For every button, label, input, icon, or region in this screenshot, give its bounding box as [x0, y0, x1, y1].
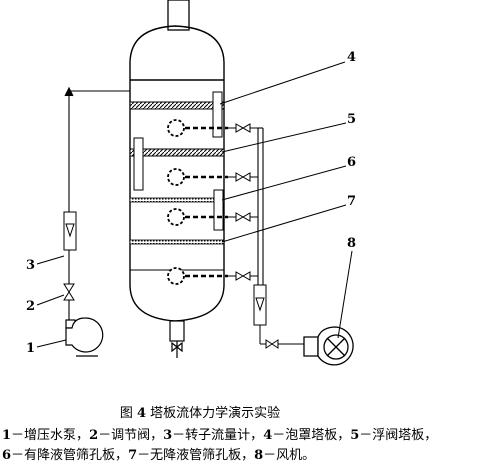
- label-5: 5: [347, 112, 356, 127]
- legend-num: 6: [2, 448, 12, 463]
- gas-branch-lines: [185, 126, 228, 278]
- legend-text: －增压水泵，: [11, 428, 90, 443]
- label-4: 4: [347, 50, 356, 65]
- figure-caption: 图 4 塔板流体力学演示实验: [0, 402, 400, 421]
- gas-rotameter: [253, 284, 267, 326]
- legend-text: －泡罩塔板，: [272, 428, 351, 443]
- legend-text: －浮阀塔板，: [359, 428, 438, 443]
- legend-text: －无降液管筛孔板，: [137, 448, 255, 463]
- top-exhaust-pipe: [167, 0, 190, 31]
- tray-hydraulics-diagram: 1 2 3 4 5 6 7 8: [26, 0, 356, 366]
- legend-text: －有降液管筛孔板，: [11, 448, 129, 463]
- label-7: 7: [347, 194, 356, 209]
- gas-branch-valves: [235, 123, 251, 281]
- legend-num: 1: [2, 428, 12, 443]
- tray-7-sieve-no-downcomer: [129, 239, 225, 245]
- label-6: 6: [347, 155, 356, 170]
- legend-num: 2: [89, 428, 99, 443]
- legend-line-1: 1－增压水泵，2－调节阀，3－转子流量计，4－泡罩塔板，5－浮阀塔板，: [2, 424, 437, 443]
- gas-line-to-fan: [259, 325, 308, 349]
- liquid-rotameter: [63, 211, 77, 251]
- label-3: 3: [26, 258, 35, 273]
- legend-num: 3: [163, 428, 173, 443]
- legend-text: －风机。: [263, 448, 316, 463]
- gas-riser: [257, 127, 264, 285]
- label-1: 1: [26, 341, 35, 356]
- legend-num: 7: [128, 448, 138, 463]
- gas-inlet-circles: [167, 119, 185, 285]
- booster-pump: [65, 317, 104, 357]
- legend-num: 4: [263, 428, 273, 443]
- caption-num: 4: [136, 406, 147, 421]
- label-8: 8: [347, 236, 356, 251]
- tray-4-bubble-cap: [129, 91, 225, 138]
- legend-line-2: 6－有降液管筛孔板，7－无降液管筛孔板，8－风机。: [2, 444, 315, 463]
- fan: [303, 326, 354, 366]
- legend-text: －调节阀，: [98, 428, 164, 443]
- legend-text: －转子流量计，: [172, 428, 264, 443]
- caption-fig: 图: [119, 406, 133, 421]
- label-2: 2: [26, 299, 35, 314]
- leader-lines: [36, 61, 353, 348]
- caption-title: 塔板流体力学演示实验: [150, 406, 281, 421]
- tray-5-valve: [129, 137, 225, 191]
- regulating-valve: [63, 283, 75, 301]
- bottom-drain: [169, 320, 185, 358]
- tray-6-sieve-downcomer: [129, 189, 225, 231]
- liquid-line: [64, 86, 130, 322]
- legend-num: 8: [254, 448, 264, 463]
- gas-branch-connectors: [228, 127, 258, 277]
- legend-num: 5: [350, 428, 360, 443]
